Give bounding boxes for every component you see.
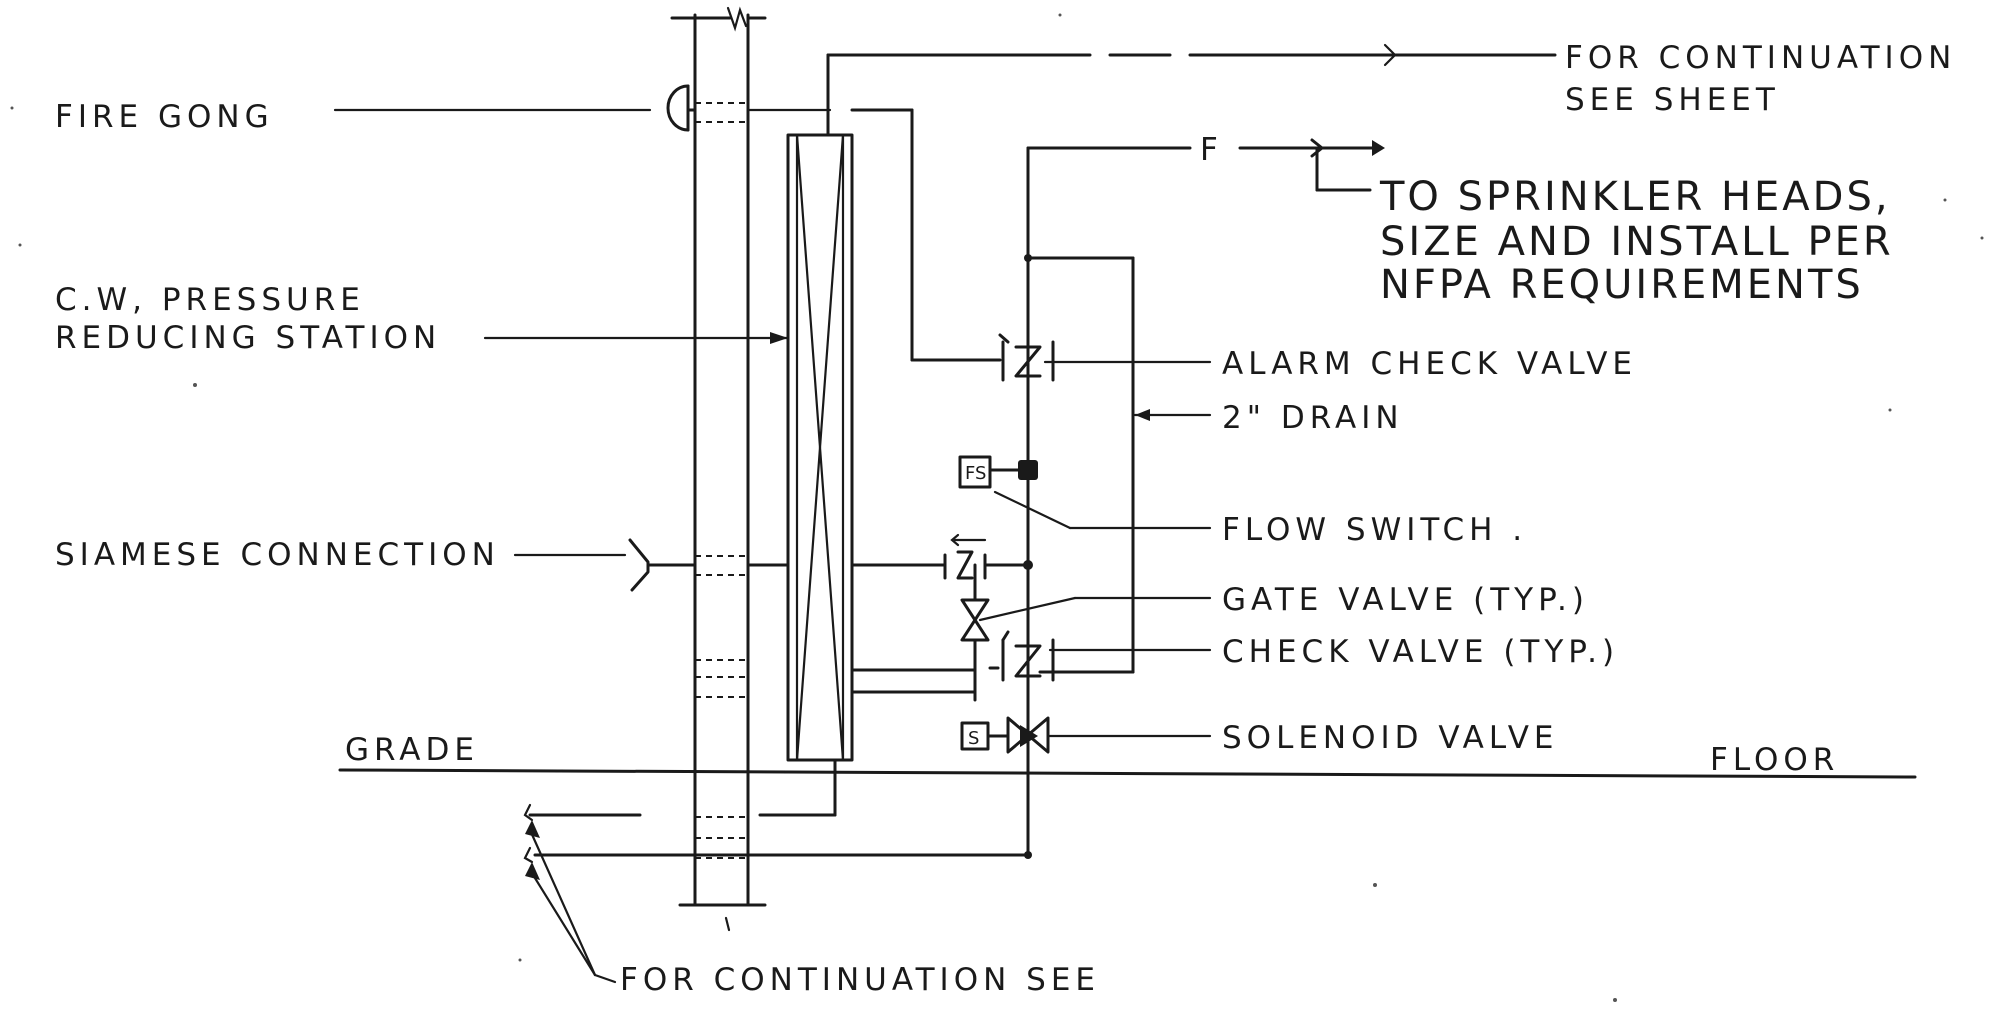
flow-switch-label: FLOW SWITCH . bbox=[1222, 512, 1527, 548]
sprinkler-label-3: NFPA REQUIREMENTS bbox=[1380, 262, 1864, 308]
standpipe bbox=[670, 6, 767, 932]
continuation-bottom-label: FOR CONTINUATION SEE bbox=[620, 962, 1100, 998]
cw-pressure-label-2: REDUCING STATION bbox=[55, 320, 441, 356]
grade-floor-line bbox=[338, 768, 1917, 779]
siamese-label: SIAMESE CONNECTION bbox=[55, 537, 500, 573]
gate-valve-label: GATE VALVE (TYP.) bbox=[1222, 582, 1589, 618]
fire-gong-label: FIRE GONG bbox=[55, 99, 274, 135]
solenoid-valve-icon: S bbox=[960, 716, 1212, 754]
drain-label: 2" DRAIN bbox=[1222, 400, 1404, 436]
cw-pressure-label-1: C.W, PRESSURE bbox=[55, 282, 365, 318]
flow-switch-tag: FS bbox=[965, 463, 986, 484]
fire-line-tag: F bbox=[1200, 132, 1223, 168]
solenoid-tag: S bbox=[968, 728, 979, 749]
check-valve-label: CHECK VALVE (TYP.) bbox=[1222, 634, 1619, 670]
pressure-station-arrow bbox=[770, 332, 788, 344]
flow-switch-icon: FS bbox=[958, 455, 1212, 530]
siamese-connection-icon bbox=[513, 533, 1033, 592]
bottom-continuation-leaders bbox=[523, 803, 617, 984]
scan-specks bbox=[10, 13, 1984, 1002]
check-valve-icon bbox=[988, 630, 1212, 682]
continuation-top-label-2: SEE SHEET bbox=[1565, 82, 1780, 118]
alarm-check-valve-label: ALARM CHECK VALVE bbox=[1222, 346, 1637, 382]
continuation-top-label-1: FOR CONTINUATION bbox=[1565, 40, 1956, 76]
sprinkler-label-1: TO SPRINKLER HEADS, bbox=[1379, 174, 1891, 220]
fire-gong-icon bbox=[666, 84, 832, 132]
alarm-check-valve-icon bbox=[998, 333, 1212, 382]
floor-label: FLOOR bbox=[1710, 742, 1839, 778]
sprinkler-label-2: SIZE AND INSTALL PER bbox=[1380, 219, 1894, 265]
pressure-reducing-station-icon bbox=[758, 43, 1557, 817]
drain-arrow bbox=[1135, 409, 1150, 421]
grade-label: GRADE bbox=[345, 732, 479, 768]
gate-valve-icon bbox=[850, 563, 1212, 702]
solenoid-valve-label: SOLENOID VALVE bbox=[1222, 720, 1558, 756]
